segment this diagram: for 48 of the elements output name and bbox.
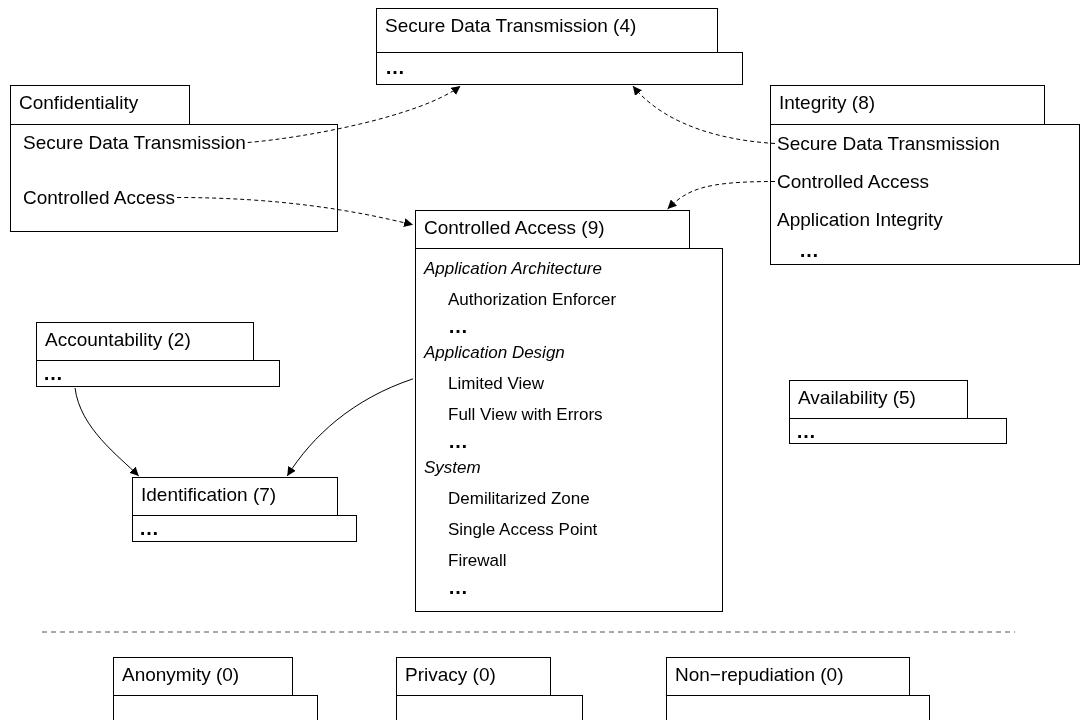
tabbed-box <box>376 8 743 85</box>
tabbed-box <box>666 657 930 720</box>
ellipsis: … <box>796 419 817 443</box>
tabbed-box <box>770 85 1080 265</box>
section-heading: Application Architecture <box>424 258 602 280</box>
ellipsis: … <box>799 239 820 261</box>
list-item: Controlled Access <box>777 171 930 192</box>
tab-label: Identification (7) <box>132 477 338 515</box>
tab-label: Secure Data Transmission (4) <box>376 8 718 52</box>
list-item: Demilitarized Zone <box>448 488 590 510</box>
tab-label: Non−repudiation (0) <box>666 657 910 695</box>
list-item: Controlled Access <box>23 187 176 208</box>
tabbed-box <box>36 322 280 387</box>
list-item: Full View with Errors <box>448 404 603 426</box>
tab-label: Anonymity (0) <box>113 657 293 695</box>
list-item: Secure Data Transmission <box>777 133 1000 154</box>
arrow <box>632 85 776 144</box>
ellipsis: … <box>448 576 469 598</box>
list-item: Secure Data Transmission <box>23 132 246 153</box>
arrow <box>667 181 776 210</box>
list-item: Authorization Enforcer <box>448 289 617 311</box>
tabbed-box <box>396 657 583 720</box>
ellipsis: … <box>448 315 469 337</box>
arrow <box>247 85 461 143</box>
ellipsis: … <box>43 361 64 385</box>
arrow <box>176 197 414 228</box>
list-item: Application Integrity <box>777 208 943 232</box>
arrow <box>286 378 414 477</box>
arrow <box>74 387 140 477</box>
list-item: Limited View <box>448 373 545 395</box>
tabbed-box <box>132 477 357 542</box>
tabbed-box <box>789 380 1007 444</box>
list-item: Firewall <box>448 550 507 572</box>
tab-label: Confidentiality <box>10 85 190 124</box>
tab-label: Controlled Access (9) <box>415 210 690 248</box>
section-heading: Application Design <box>424 342 565 364</box>
ellipsis: … <box>139 516 160 540</box>
tab-label: Privacy (0) <box>396 657 551 695</box>
tabbed-box <box>10 85 338 232</box>
tab-label: Availability (5) <box>789 380 968 418</box>
ellipsis: … <box>448 430 469 452</box>
section-heading: System <box>424 457 481 479</box>
tab-label: Accountability (2) <box>36 322 254 360</box>
ellipsis: … <box>385 55 406 80</box>
tab-label: Integrity (8) <box>770 85 1045 124</box>
list-item: Single Access Point <box>448 519 598 541</box>
tabbed-box <box>113 657 318 720</box>
tabbed-box <box>415 210 723 612</box>
